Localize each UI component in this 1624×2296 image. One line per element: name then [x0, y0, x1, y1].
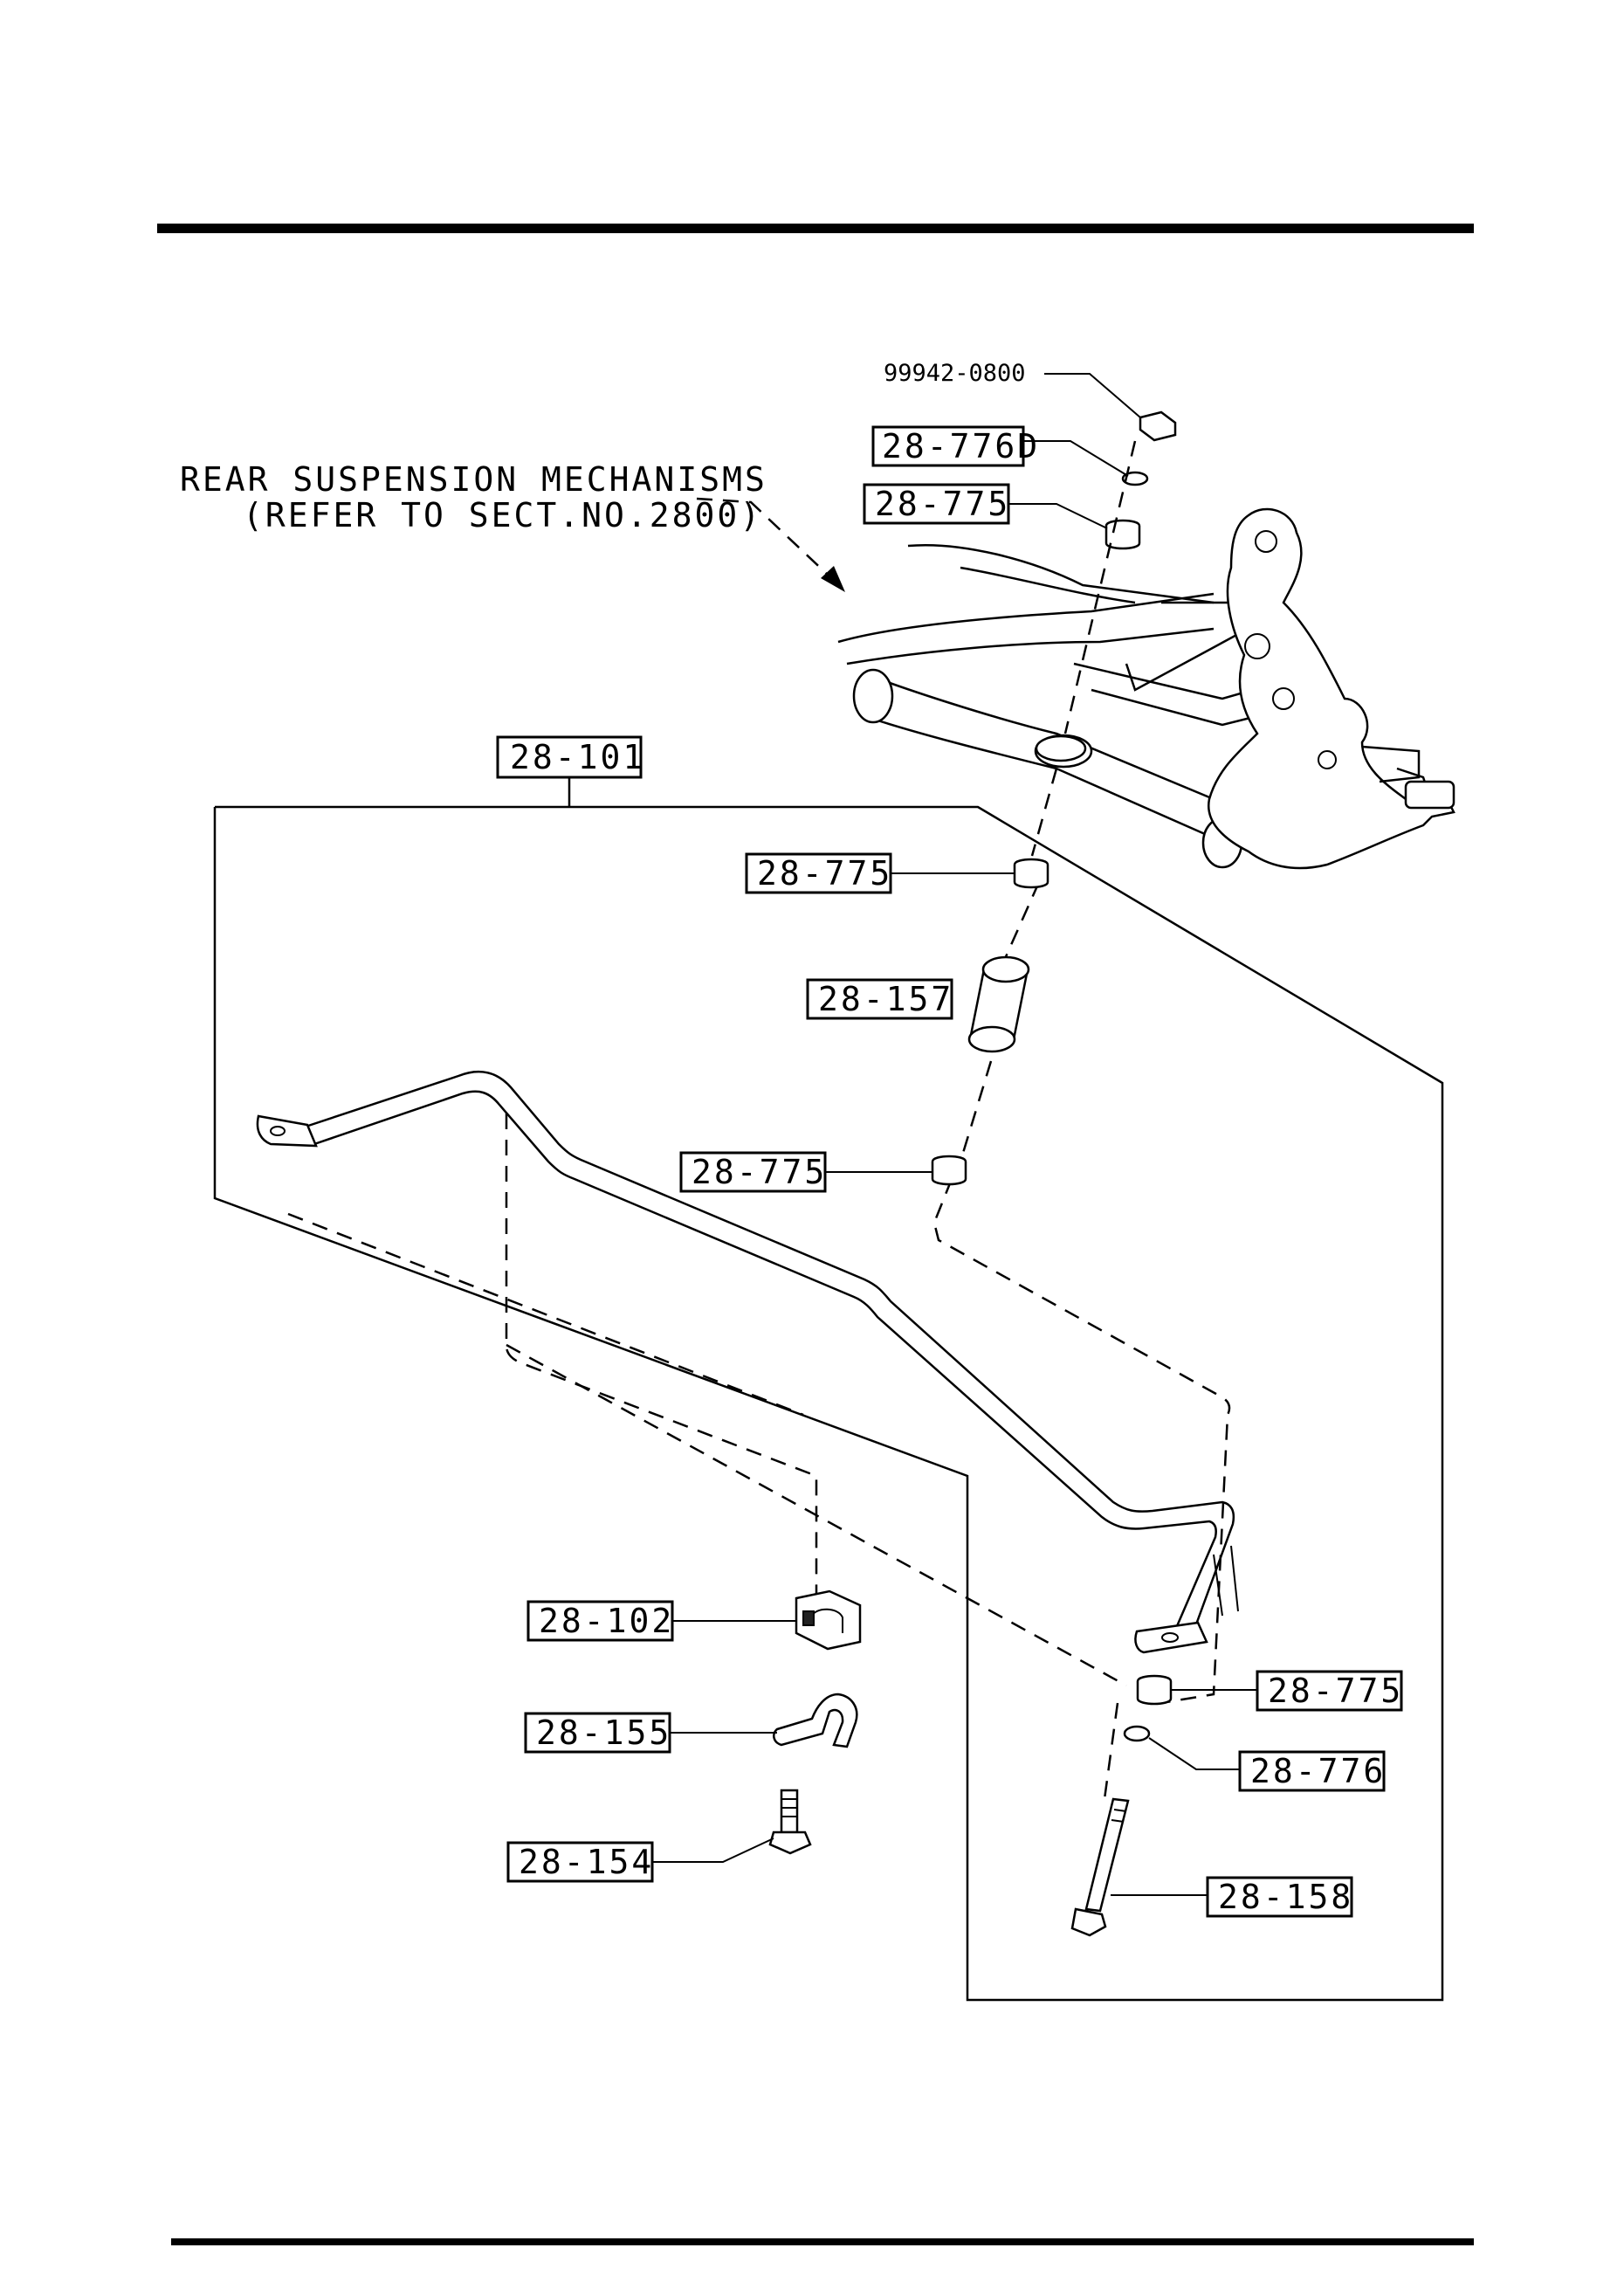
callout-link-bolt-label: 28-158 [1218, 1878, 1353, 1916]
callout-bushing-lower-label: 28-775 [692, 1153, 827, 1191]
bolt-icon [768, 1789, 812, 1855]
washer-link-icon [1123, 1725, 1151, 1742]
bushing-link-icon [1136, 1674, 1173, 1706]
reference-leader [696, 497, 830, 577]
reference-note-line1: REAR SUSPENSION MECHANISMS [180, 460, 767, 499]
reference-arrowhead [821, 566, 845, 592]
link-bolt-icon [1070, 1797, 1130, 1937]
callout-bushing-upper-label: 28-775 [757, 854, 892, 893]
mount-bushing-icon [795, 1589, 862, 1651]
stabilizer-kit-outline [213, 778, 1444, 2002]
callout-link-bolt[interactable]: 28-158 [1111, 1876, 1353, 1918]
reference-note-line2: (REFER TO SECT.NO.2800) [243, 496, 762, 534]
callout-washer-link-label: 28-776 [1250, 1752, 1386, 1790]
washer-icon [1121, 471, 1149, 486]
bushing-lower-icon [931, 1155, 967, 1186]
callout-nut[interactable]: 99942-0800 [884, 360, 1141, 418]
callout-bushing-top[interactable]: 28-775 [863, 483, 1108, 529]
spacer-icon [967, 955, 1030, 1053]
callout-washer-link[interactable]: 28-776 [1148, 1737, 1386, 1792]
callout-bracket[interactable]: 28-155 [524, 1712, 777, 1754]
callout-mount-bushing-label: 28-102 [539, 1602, 674, 1640]
callout-spacer-label: 28-157 [818, 980, 953, 1018]
callout-bushing-lower[interactable]: 28-775 [679, 1151, 932, 1193]
callout-stabilizer-bar[interactable]: 28-101 [496, 735, 645, 779]
callout-bushing-link[interactable]: 28-775 [1171, 1670, 1403, 1712]
stabilizer-bar [256, 1070, 1239, 1654]
callout-mount-bushing[interactable]: 28-102 [526, 1600, 796, 1642]
callout-bracket-label: 28-155 [536, 1713, 671, 1752]
callout-bolt[interactable]: 28-154 [506, 1837, 774, 1883]
header-rule [157, 224, 1474, 233]
nut-icon [1139, 410, 1177, 442]
callout-washer-top[interactable]: 28-776D [871, 425, 1129, 477]
callout-bolt-label: 28-154 [519, 1843, 654, 1881]
callout-nut-label: 99942-0800 [884, 360, 1026, 387]
callout-washer-top-label: 28-776D [882, 427, 1040, 465]
top-link-hardware [1030, 410, 1177, 857]
reference-note: REAR SUSPENSION MECHANISMS (REFER TO SEC… [180, 460, 845, 592]
bracket-icon [773, 1693, 858, 1748]
callout-bushing-link-label: 28-775 [1268, 1672, 1403, 1710]
rear-suspension-assembly [837, 507, 1455, 870]
callout-bushing-top-label: 28-775 [875, 485, 1010, 523]
assembly-dashed-lines [287, 881, 1231, 1800]
callout-bushing-upper[interactable]: 28-775 [745, 852, 1015, 894]
callout-stabilizer-bar-label: 28-101 [510, 738, 645, 776]
bushing-upper-icon [1013, 858, 1049, 889]
callout-spacer[interactable]: 28-157 [806, 978, 953, 1020]
footer-rule [171, 2238, 1474, 2245]
